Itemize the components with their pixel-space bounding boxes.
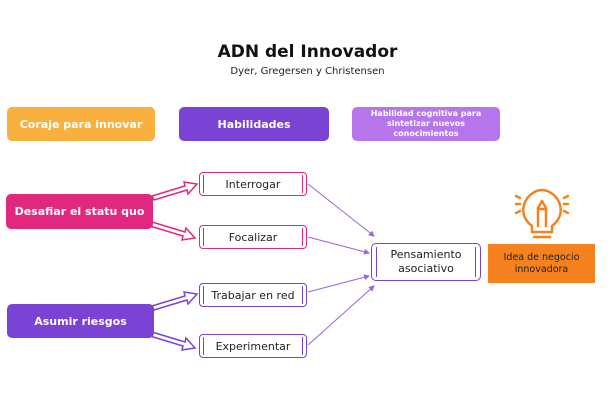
associative-thinking-node: Pensamiento asociativo (371, 243, 481, 281)
driver-challenge-status-quo: Desafiar el statu quo (6, 194, 153, 229)
diagram-subtitle: Dyer, Gregersen y Christensen (230, 66, 385, 77)
skill-trabajar-en-red: Trabajar en red (199, 283, 307, 307)
driver-take-risks: Asumir riesgos (7, 304, 154, 338)
business-idea-node: Idea de negocio innovadora (488, 244, 595, 283)
legend-cognitive: Habilidad cognitiva para sintetizar nuev… (352, 107, 500, 141)
connector-red (307, 274, 370, 293)
skill-focalizar: Focalizar (199, 225, 307, 249)
skill-interrogar: Interrogar (199, 172, 307, 196)
driver-arrow (148, 181, 199, 241)
legend-courage: Coraje para innovar (7, 107, 155, 141)
legend-skills: Habilidades (179, 107, 329, 141)
connector-experimentar (307, 285, 375, 346)
skill-experimentar: Experimentar (199, 334, 307, 358)
lightbulb-pencil-icon (514, 188, 570, 239)
connector-interrogar (307, 183, 375, 237)
diagram-title: ADN del Innovador (217, 42, 398, 62)
connector-focalizar (307, 236, 370, 255)
driver-arrow (148, 291, 199, 351)
